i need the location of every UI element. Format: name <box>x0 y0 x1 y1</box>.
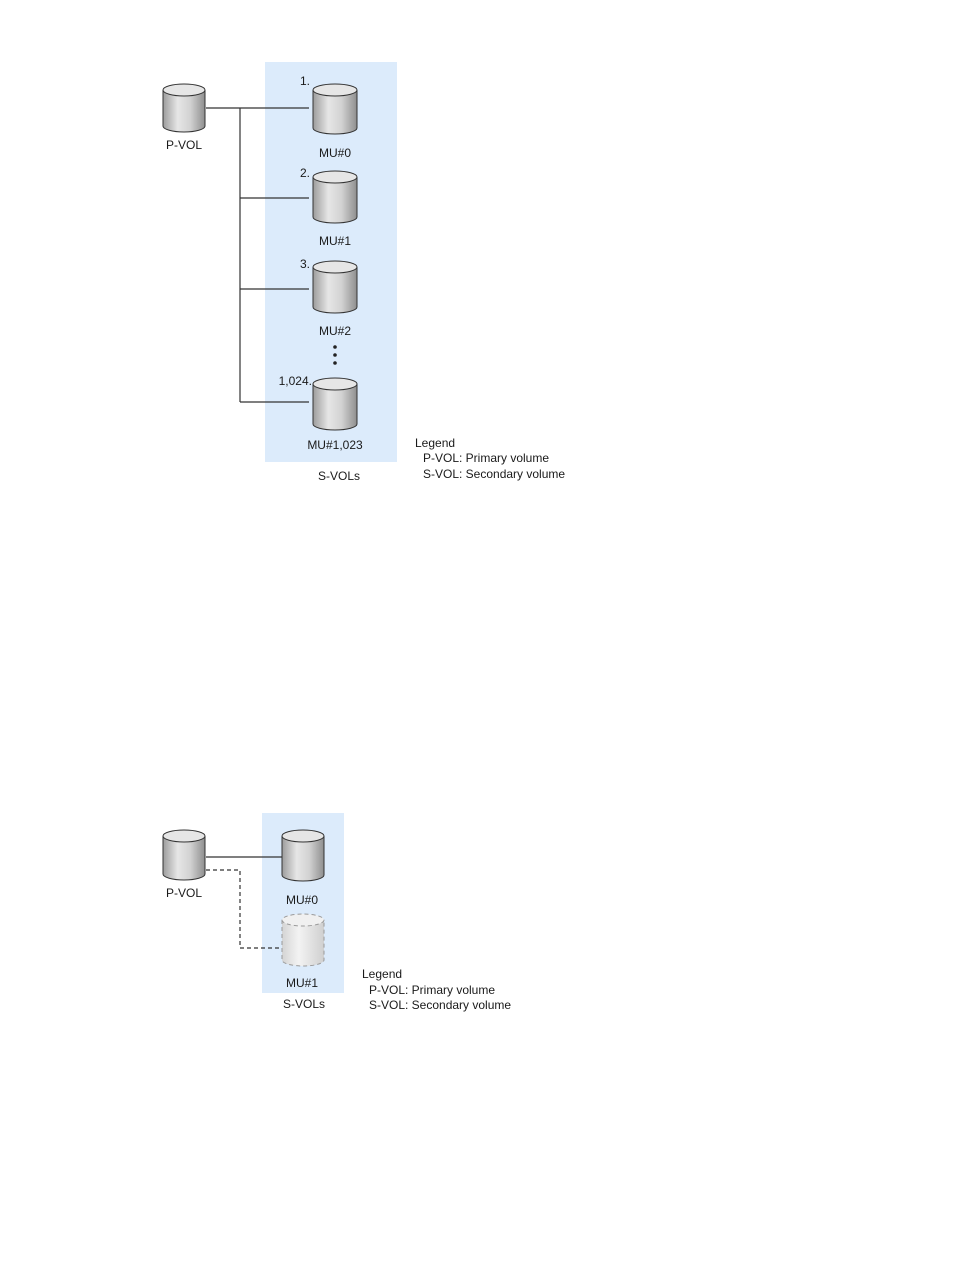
svol-mu-label: MU#1,023 <box>307 438 363 452</box>
svol-cylinder-icon <box>282 830 324 881</box>
svol-mu-label: MU#1 <box>286 976 318 990</box>
svols-label: S-VOLs <box>318 469 360 483</box>
legend: Legend P-VOL: Primary volume S-VOL: Seco… <box>415 436 565 481</box>
svol-ghost-cylinder-icon <box>282 914 324 966</box>
svol-cylinder-icon <box>313 261 357 313</box>
diagram-multiple-svols: P-VOL 1. MU#0 2. MU#1 3. MU#2 1,024. <box>163 62 565 483</box>
pvol-label: P-VOL <box>166 138 202 152</box>
svol-mu-label: MU#0 <box>319 146 351 160</box>
svol-number: 3. <box>300 257 310 271</box>
legend-line: P-VOL: Primary volume <box>369 983 495 997</box>
svol-mu-label: MU#1 <box>319 234 351 248</box>
svol-cylinder-icon <box>313 84 357 134</box>
legend: Legend P-VOL: Primary volume S-VOL: Seco… <box>362 967 511 1012</box>
svol-cylinder-icon <box>313 171 357 223</box>
svol-number: 1. <box>300 74 310 88</box>
diagram-two-svols: P-VOL MU#0 MU#1 S-VOLs Legend P-VOL: Pri… <box>163 813 511 1012</box>
legend-line: P-VOL: Primary volume <box>423 451 549 465</box>
svol-mu-label: MU#2 <box>319 324 351 338</box>
svol-mu-label: MU#0 <box>286 893 318 907</box>
legend-title: Legend <box>415 436 455 450</box>
svol-number: 1,024. <box>279 374 312 388</box>
svols-label: S-VOLs <box>283 997 325 1011</box>
ellipsis-dots-icon <box>333 345 337 365</box>
svol-number: 2. <box>300 166 310 180</box>
legend-title: Legend <box>362 967 402 981</box>
pvol-cylinder-icon <box>163 830 205 880</box>
legend-line: S-VOL: Secondary volume <box>369 998 511 1012</box>
pvol-cylinder-icon <box>163 84 205 132</box>
legend-line: S-VOL: Secondary volume <box>423 467 565 481</box>
pvol-label: P-VOL <box>166 886 202 900</box>
svol-cylinder-icon <box>313 378 357 430</box>
